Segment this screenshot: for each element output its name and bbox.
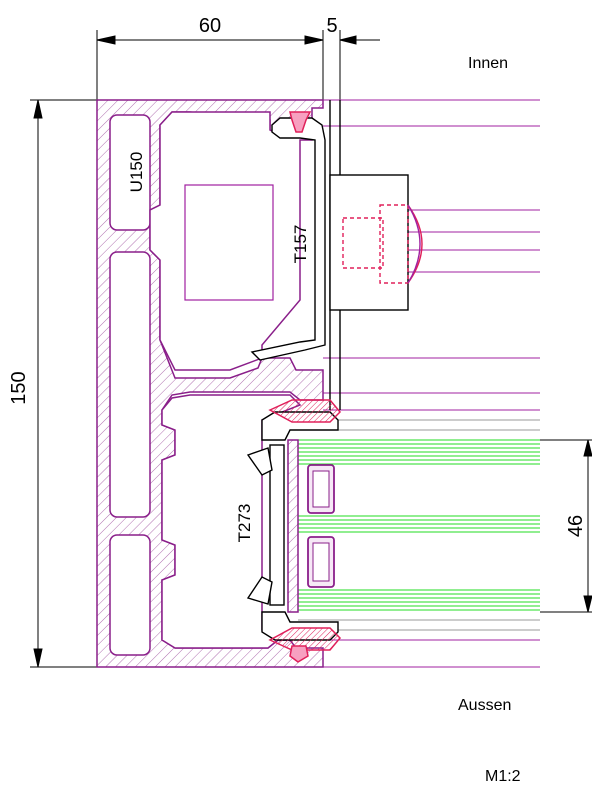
label-t273: T273 <box>235 504 254 543</box>
dimension-width-top: 60 <box>199 15 221 37</box>
glazing-bead <box>287 439 299 613</box>
glazing-gaskets <box>268 399 342 663</box>
clamp-profile-t157 <box>250 100 423 410</box>
profile-labels: U150 T157 T273 <box>127 152 310 543</box>
dimension-texts: 60 5 150 46 <box>8 15 587 537</box>
reference-lines <box>323 99 540 668</box>
label-innen: Innen <box>468 55 509 72</box>
main-profile-u150 <box>96 99 324 668</box>
glass-spacers <box>307 464 335 588</box>
dimension-height-left: 150 <box>8 371 30 404</box>
label-u150: U150 <box>127 152 146 193</box>
dimension-glass-right: 46 <box>565 515 587 537</box>
label-scale: M1:2 <box>485 768 521 785</box>
glass-pane <box>298 439 540 611</box>
top-gasket <box>289 111 312 133</box>
dimension-lines <box>30 30 592 668</box>
label-aussen: Aussen <box>458 697 512 714</box>
dimension-gap-top: 5 <box>326 15 337 37</box>
label-t157: T157 <box>291 225 310 264</box>
